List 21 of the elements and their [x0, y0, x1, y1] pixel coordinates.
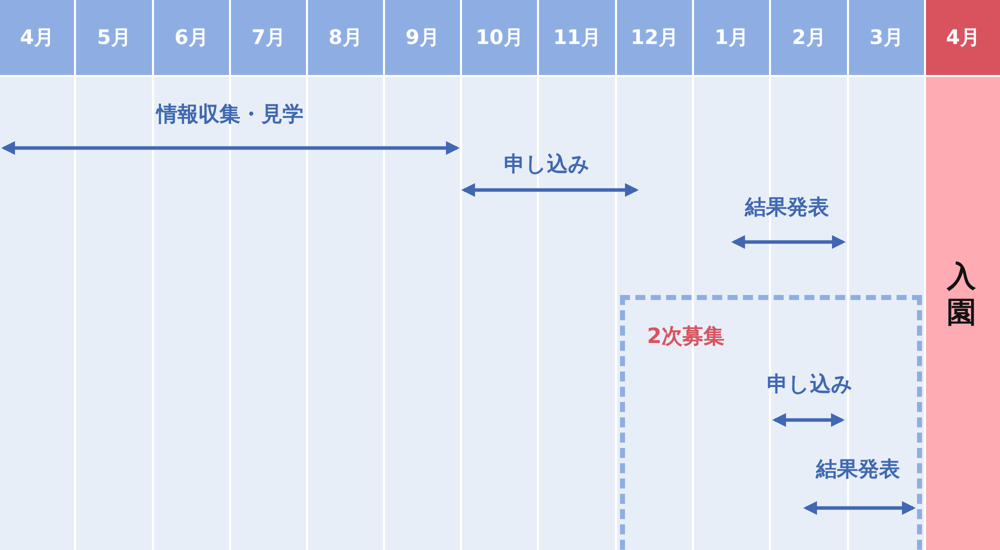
month-header: 2月	[771, 0, 847, 75]
month-header: 11月	[539, 0, 615, 75]
group-title: 2次募集	[647, 323, 725, 350]
phase-label: 情報収集・見学	[156, 101, 304, 128]
month-header: 6月	[154, 0, 229, 75]
entry-label: 入園	[947, 258, 977, 330]
month-header: 10月	[462, 0, 537, 75]
month-header: 8月	[308, 0, 383, 75]
month-header: 1月	[694, 0, 769, 75]
phase-label: 結果発表	[816, 456, 900, 483]
month-header: 4月	[0, 0, 74, 75]
month-header: 12月	[617, 0, 692, 75]
month-header: 5月	[76, 0, 152, 75]
month-header: 7月	[231, 0, 306, 75]
phase-label: 申し込み	[504, 151, 590, 178]
phase-label: 結果発表	[745, 194, 829, 221]
dashed-group-box	[620, 295, 922, 550]
month-header: 9月	[385, 0, 460, 75]
month-header: 4月	[926, 0, 1000, 75]
month-header: 3月	[849, 0, 924, 75]
phase-label: 申し込み	[767, 371, 853, 398]
